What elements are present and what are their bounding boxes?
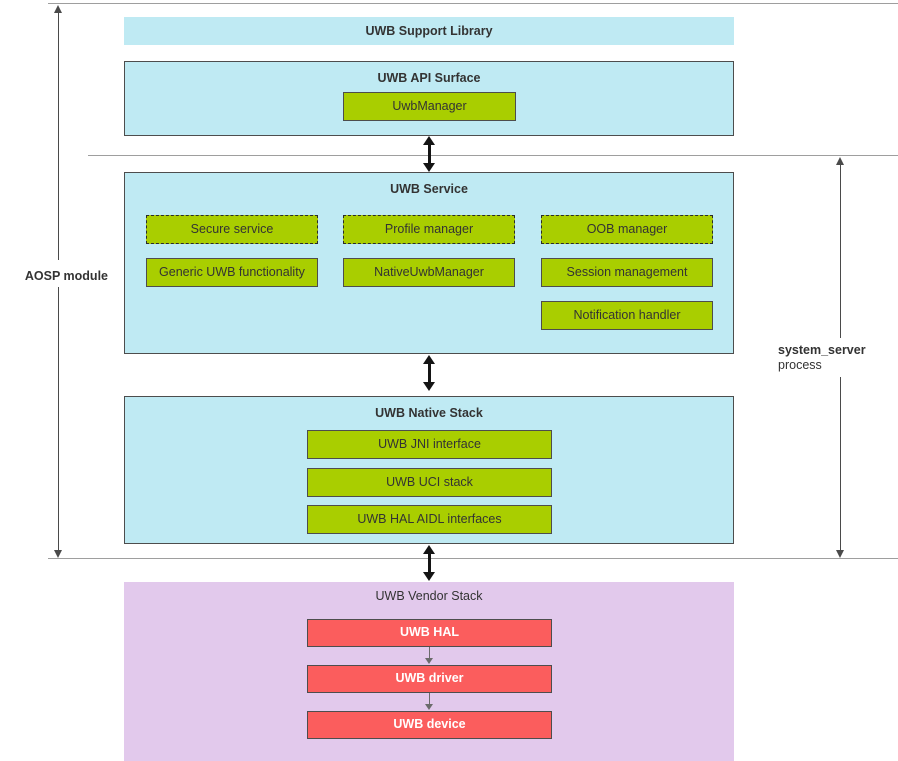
node-uwbmanager-label: UwbManager [392,98,467,113]
system-server-label-bold: system_server [778,343,866,357]
node-uwb-jni-interface[interactable]: UWB JNI interface [307,430,552,459]
aosp-span-line-lower [58,287,59,551]
layer-uwb-native-stack-title: UWB Native Stack [375,406,483,420]
connector-api-to-service-arrowhead-down [423,163,435,172]
layer-uwb-service-title: UWB Service [390,182,468,196]
node-uwb-hal-aidl-interfaces[interactable]: UWB HAL AIDL interfaces [307,505,552,534]
node-uwb-jni-interface-label: UWB JNI interface [378,436,481,451]
node-uwb-driver-label: UWB driver [395,671,464,686]
node-session-management-label: Session management [566,264,688,279]
node-uwb-hal-aidl-interfaces-label: UWB HAL AIDL interfaces [357,511,502,526]
aosp-span-line-upper [58,12,59,260]
node-profile-manager-label: Profile manager [384,221,474,236]
node-nativeuwbmanager-label: NativeUwbManager [374,264,484,279]
system-server-span-line-lower [840,377,841,551]
node-notification-handler-label: Notification handler [573,307,681,322]
node-uwb-device-label: UWB device [393,717,466,732]
rule-top [48,3,898,4]
connector-native-to-vendor-arrowhead-up [423,545,435,554]
layer-uwb-api-surface-title: UWB API Surface [377,71,481,85]
system-server-span-line-upper [840,164,841,338]
node-uwb-hal[interactable]: UWB HAL [307,619,552,647]
connector-service-to-native-arrowhead-up [423,355,435,364]
rule-bottom-boundary [48,558,898,559]
connector-service-to-native-line [427,362,431,383]
node-notification-handler[interactable]: Notification handler [541,301,713,330]
connector-hal-to-driver-arrowhead [425,658,433,664]
connector-driver-to-device-arrowhead [425,704,433,710]
system-server-label-regular: process [778,358,822,372]
aosp-module-label-bold: AOSP module [24,269,108,283]
node-uwbmanager[interactable]: UwbManager [343,92,516,121]
system-server-span-arrowhead-top [836,157,844,165]
node-uwb-uci-stack-label: UWB UCI stack [386,474,473,489]
connector-api-to-service-arrowhead-up [423,136,435,145]
node-oob-manager-label: OOB manager [586,221,668,236]
node-profile-manager[interactable]: Profile manager [343,215,515,244]
node-generic-uwb-functionality[interactable]: Generic UWB functionality [146,258,318,287]
node-generic-uwb-functionality-label: Generic UWB functionality [159,264,305,279]
aosp-module-label: AOSP module [0,269,108,284]
node-uwb-uci-stack[interactable]: UWB UCI stack [307,468,552,497]
connector-service-to-native-arrowhead-down [423,382,435,391]
system-server-span-arrowhead-bottom [836,550,844,558]
node-uwb-hal-label: UWB HAL [399,625,459,640]
layer-uwb-support-library-title: UWB Support Library [365,24,493,38]
node-session-management[interactable]: Session management [541,258,713,287]
node-uwb-device[interactable]: UWB device [307,711,552,739]
node-secure-service-label: Secure service [190,221,274,236]
node-uwb-driver[interactable]: UWB driver [307,665,552,693]
connector-api-to-service-line [427,143,431,164]
system-server-process-label: system_server process [778,343,898,373]
aosp-span-arrowhead-bottom [54,550,62,558]
aosp-span-arrowhead-top [54,5,62,13]
node-oob-manager[interactable]: OOB manager [541,215,713,244]
rule-api-service-boundary [88,155,898,156]
layer-uwb-vendor-stack-title: UWB Vendor Stack [375,589,483,603]
layer-uwb-support-library: UWB Support Library [124,17,734,45]
connector-driver-to-device-line [428,693,430,705]
connector-native-to-vendor-line [427,552,431,573]
connector-native-to-vendor-arrowhead-down [423,572,435,581]
node-nativeuwbmanager[interactable]: NativeUwbManager [343,258,515,287]
node-secure-service[interactable]: Secure service [146,215,318,244]
connector-hal-to-driver-line [428,647,430,659]
